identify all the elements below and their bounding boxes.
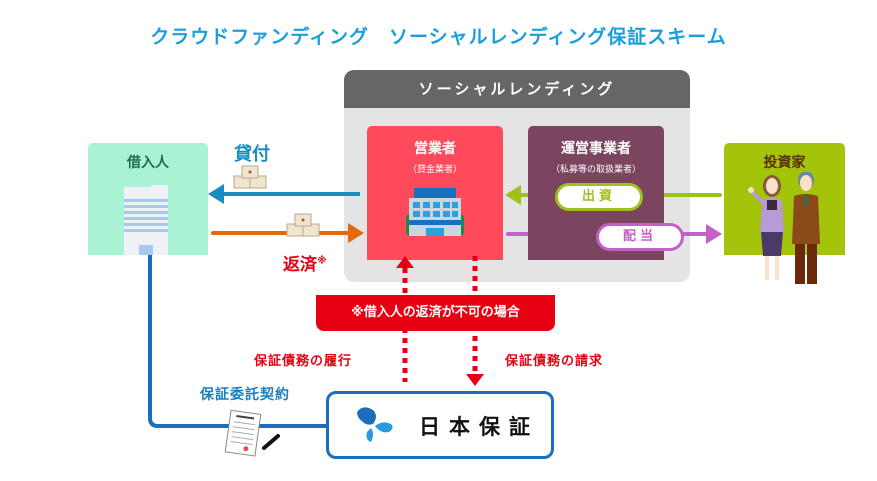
contract-document-icon (224, 409, 280, 457)
money-stack-icon (286, 213, 320, 237)
investment-label: 出資 (555, 183, 643, 211)
operator-box: 営業者 （貸金業者） (367, 126, 503, 260)
operator-subtitle: （貸金業者） (407, 165, 462, 175)
borrower-box: 借入人 (88, 143, 208, 255)
nihon-hosho-logo-icon (357, 407, 393, 442)
diagram-title: クラウドファンディング ソーシャルレンディング保証スキーム (150, 26, 727, 48)
repayment-label: 返済※ (283, 250, 327, 275)
borrower-label: 借入人 (127, 155, 169, 171)
dividend-label: 配当 (596, 223, 684, 251)
claim-arrowhead (466, 374, 484, 386)
guarantee-claim-label: 保証債務の請求 (505, 354, 604, 369)
invest-arrowhead-inner (505, 185, 521, 205)
perform-arrowhead (396, 256, 414, 268)
office-building-icon (406, 188, 464, 236)
operator-title: 営業者 (414, 141, 456, 157)
platform-operator-title: 運営事業者 (561, 141, 631, 157)
condition-banner: ※借入人の返済が不可の場合 (316, 295, 555, 331)
nihon-hosho-name: 日本保証 (419, 415, 539, 439)
repayment-note-mark: ※ (317, 255, 327, 267)
investor-label: 投資家 (763, 155, 806, 171)
investors-people-icon (748, 172, 820, 284)
tall-building-icon (124, 185, 168, 255)
nihon-hosho-box: 日本保証 (326, 391, 554, 459)
repayment-label-text: 返済 (283, 255, 317, 275)
platform-operator-subtitle: （私募等の取扱業者） (550, 165, 641, 175)
loan-label: 貸付 (234, 144, 270, 165)
dividend-arrowhead (706, 224, 722, 244)
contract-line (148, 255, 328, 428)
guarantee-performance-label: 保証債務の履行 (254, 354, 353, 369)
investor-box: 投資家 (724, 143, 845, 255)
money-stack-icon (233, 165, 267, 189)
guarantee-contract-label: 保証委託契約 (200, 387, 290, 403)
guarantee-arrows (396, 256, 484, 386)
panel-header: ソーシャルレンディング (344, 70, 690, 108)
repay-arrowhead-inner (348, 223, 364, 243)
loan-arrowhead (208, 184, 224, 204)
